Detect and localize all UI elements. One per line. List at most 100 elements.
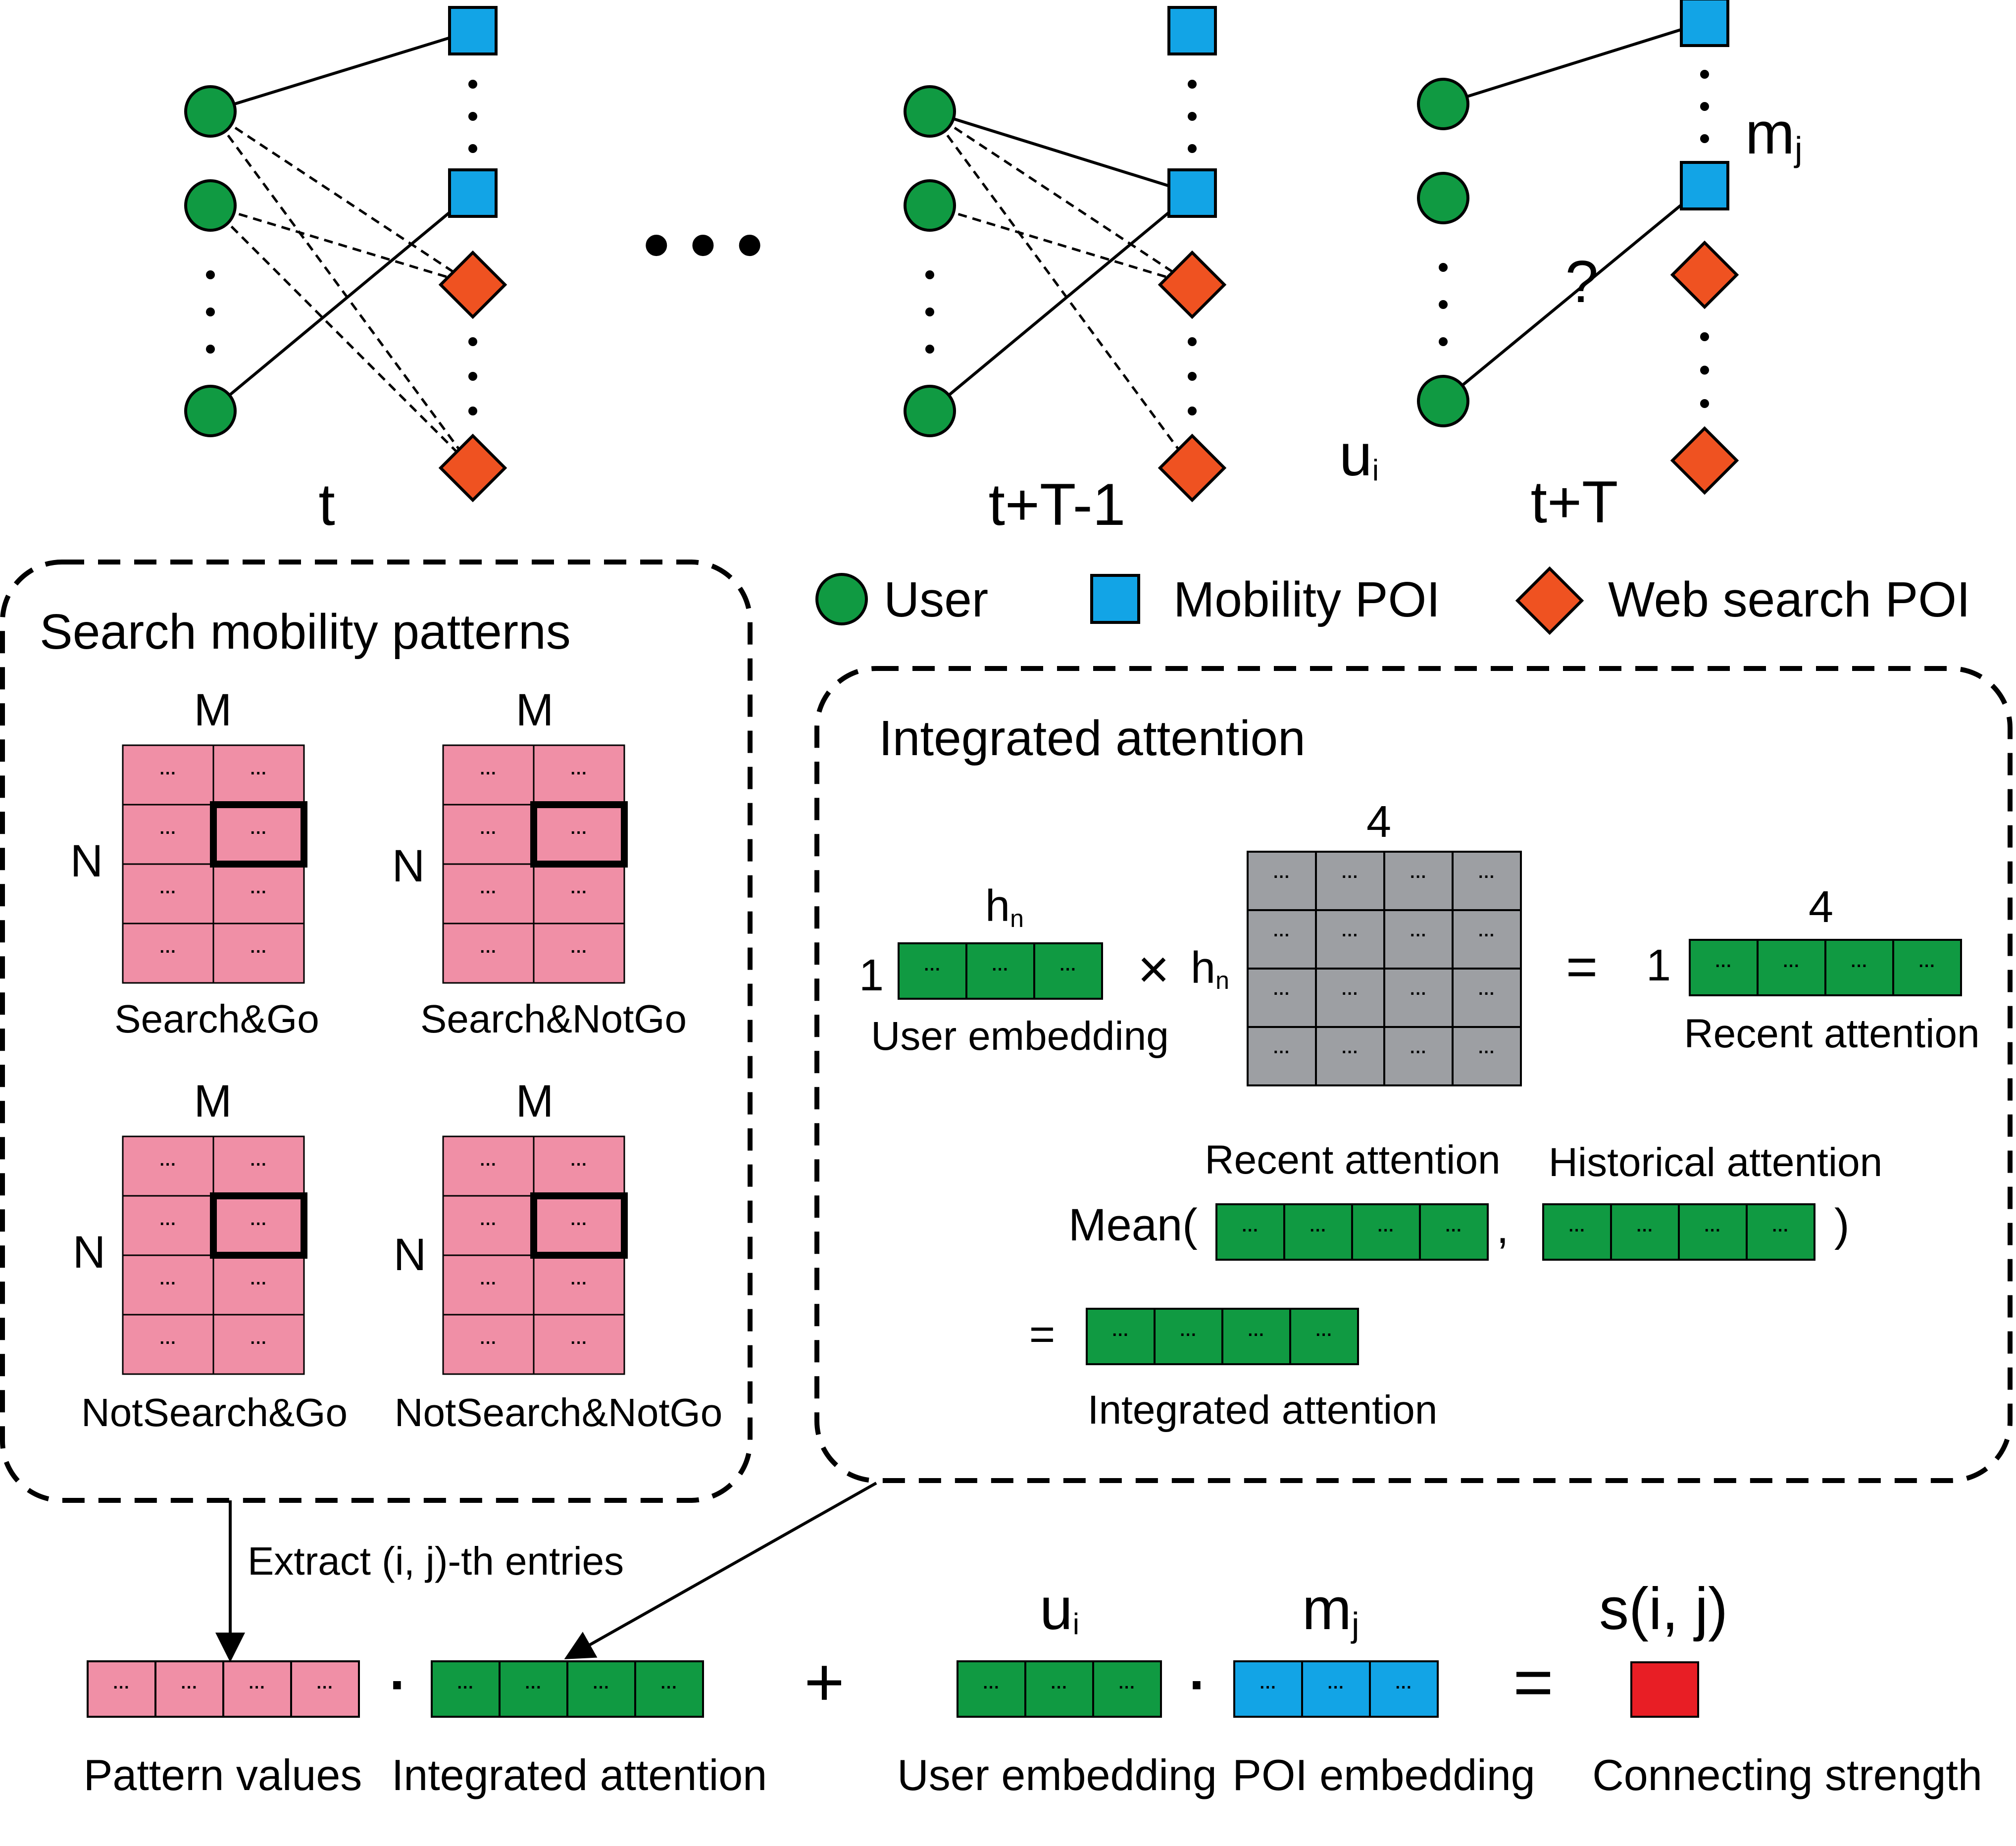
matrix-m-label: M — [194, 685, 232, 735]
user-embedding-label: User embedding — [871, 1014, 1169, 1059]
vertical-dot-panel2 — [925, 270, 934, 279]
vector-cell — [1542, 1203, 1612, 1261]
mean-recent-label: Recent attention — [1205, 1137, 1500, 1182]
hidden-matrix-cell-dots: ··· — [1342, 984, 1359, 1003]
vertical-dot-panel1 — [468, 337, 477, 346]
hidden-matrix-cell-dots: ··· — [1342, 1043, 1359, 1062]
formula-vectors: ········································… — [87, 1660, 1699, 1718]
panel-t-label: t — [318, 471, 335, 538]
pattern-cell-dots: ··· — [571, 1155, 588, 1174]
hidden-matrix-cell-dots: ··· — [1410, 868, 1427, 886]
vector-cell-dots: ··· — [1772, 1221, 1789, 1240]
hidden-matrix-cell — [1315, 1026, 1385, 1086]
pattern-cell — [533, 1135, 625, 1197]
pattern-cell-dots: ··· — [571, 764, 588, 783]
vector-cell — [1215, 1203, 1285, 1261]
vector-cell-dots: ··· — [1242, 1221, 1259, 1240]
vector-cell-dots: ··· — [983, 1678, 1000, 1697]
user-node-panel2-2 — [904, 179, 956, 232]
matrix-name-label: Search&Go — [114, 997, 319, 1041]
formula-m-label: mj — [1302, 1576, 1360, 1644]
pattern-cell-dots: ··· — [160, 1215, 177, 1233]
hidden-matrix-cell-dots: ··· — [1273, 984, 1290, 1003]
pattern-cell — [442, 923, 535, 984]
pattern-values-label: Pattern values — [84, 1750, 362, 1799]
hidden-matrix-cell-dots: ··· — [1273, 926, 1290, 945]
pattern-cell-dots: ··· — [251, 764, 267, 783]
hidden-matrix-cell-dots: ··· — [1478, 926, 1495, 945]
pattern-cell — [533, 923, 625, 984]
pattern-cell-dots: ··· — [480, 1333, 497, 1352]
vertical-dot-panel3 — [1700, 399, 1709, 408]
pattern-cell-dots: ··· — [160, 764, 177, 783]
vertical-dot-panel3 — [1700, 332, 1709, 341]
vector-cell-dots: ··· — [1396, 1678, 1412, 1697]
hidden-matrix-cell-dots: ··· — [1478, 1043, 1495, 1062]
web-search-poi-node-panel1-1 — [438, 250, 507, 319]
legend-web-search-poi-icon — [1515, 566, 1584, 635]
poi-embedding-bottom-label: POI embedding — [1232, 1750, 1535, 1799]
extract-label: Extract (i, j)-th entries — [248, 1539, 624, 1583]
pattern-cell-dots: ··· — [480, 1155, 497, 1174]
vertical-dot-panel2 — [1188, 372, 1197, 381]
vertical-dot-panel1 — [468, 372, 477, 381]
matrix-n-label: N — [70, 836, 103, 886]
vector-cell — [1092, 1660, 1162, 1718]
one-right: 1 — [1646, 941, 1671, 990]
vector-cell — [1678, 1203, 1748, 1261]
legend-web-search-poi-label: Web search POI — [1608, 572, 1970, 627]
hidden-matrix-cell — [1452, 851, 1522, 911]
matrix-m-label: M — [516, 685, 554, 735]
vector-cell-dots: ··· — [181, 1678, 198, 1697]
vertical-dot-panel2 — [1188, 80, 1197, 89]
web-search-poi-node-panel3-1 — [1670, 240, 1739, 309]
hidden-matrix-cell — [1452, 909, 1522, 970]
pattern-cell — [442, 1314, 535, 1375]
vector-cell-dots: ··· — [1310, 1221, 1327, 1240]
user-ui-label: ui — [1339, 422, 1379, 488]
vector-cell — [965, 942, 1035, 1000]
mobility-poi-node-panel3-1 — [1680, 0, 1729, 47]
vector-cell — [1301, 1660, 1371, 1718]
pattern-cell — [442, 1254, 535, 1316]
user-node-panel1-3 — [184, 385, 237, 437]
vertical-dot-panel2 — [1188, 144, 1197, 153]
vector-cell-dots: ··· — [1783, 957, 1800, 975]
vector-cell — [1746, 1203, 1815, 1261]
user-embedding-bottom-label: User embedding — [897, 1750, 1217, 1799]
vector-cell — [1369, 1660, 1439, 1718]
formula-u-label: ui — [1040, 1576, 1079, 1642]
pattern-cell-dots: ··· — [571, 1274, 588, 1293]
integrated-attention-bottom-vector: ············ — [431, 1660, 704, 1718]
solid-edge-panel3-1 — [1443, 21, 1705, 105]
hidden-matrix-cell — [1383, 909, 1454, 970]
ellipsis-between-panels: • • • — [644, 203, 763, 286]
highlight-entry — [530, 801, 628, 868]
highlight-entry — [210, 1192, 307, 1259]
dashed-edge-panel2-2 — [928, 110, 1194, 469]
vertical-dot-panel1 — [206, 270, 215, 279]
vertical-dot-panel3 — [1439, 263, 1448, 272]
pattern-cell — [122, 1195, 214, 1256]
pattern-cell — [212, 1195, 305, 1256]
vertical-dot-panel3 — [1700, 70, 1709, 79]
pattern-cell-dots: ··· — [571, 1333, 588, 1352]
pattern-cell-dots: ··· — [251, 1333, 267, 1352]
formula-s-label: s(i, j) — [1599, 1576, 1728, 1642]
vector-cell-dots: ··· — [457, 1678, 474, 1697]
vector-cell — [634, 1660, 704, 1718]
matrix-name-label: NotSearch&Go — [81, 1390, 348, 1435]
formula-dot-1: · — [390, 1654, 408, 1715]
pattern-cell — [212, 804, 305, 865]
vector-cell — [1689, 939, 1759, 996]
vector-cell-dots: ··· — [113, 1678, 130, 1697]
recent-attention-vector: ············ — [1689, 939, 1962, 996]
formula-plus: + — [804, 1643, 845, 1721]
mean-comma: , — [1496, 1203, 1509, 1253]
vector-cell-dots: ··· — [525, 1678, 542, 1697]
web-search-poi-node-panel2-1 — [1158, 250, 1227, 319]
user-node-panel3-3 — [1417, 375, 1469, 427]
vector-cell — [1154, 1308, 1223, 1365]
pattern-cell — [122, 1314, 214, 1375]
